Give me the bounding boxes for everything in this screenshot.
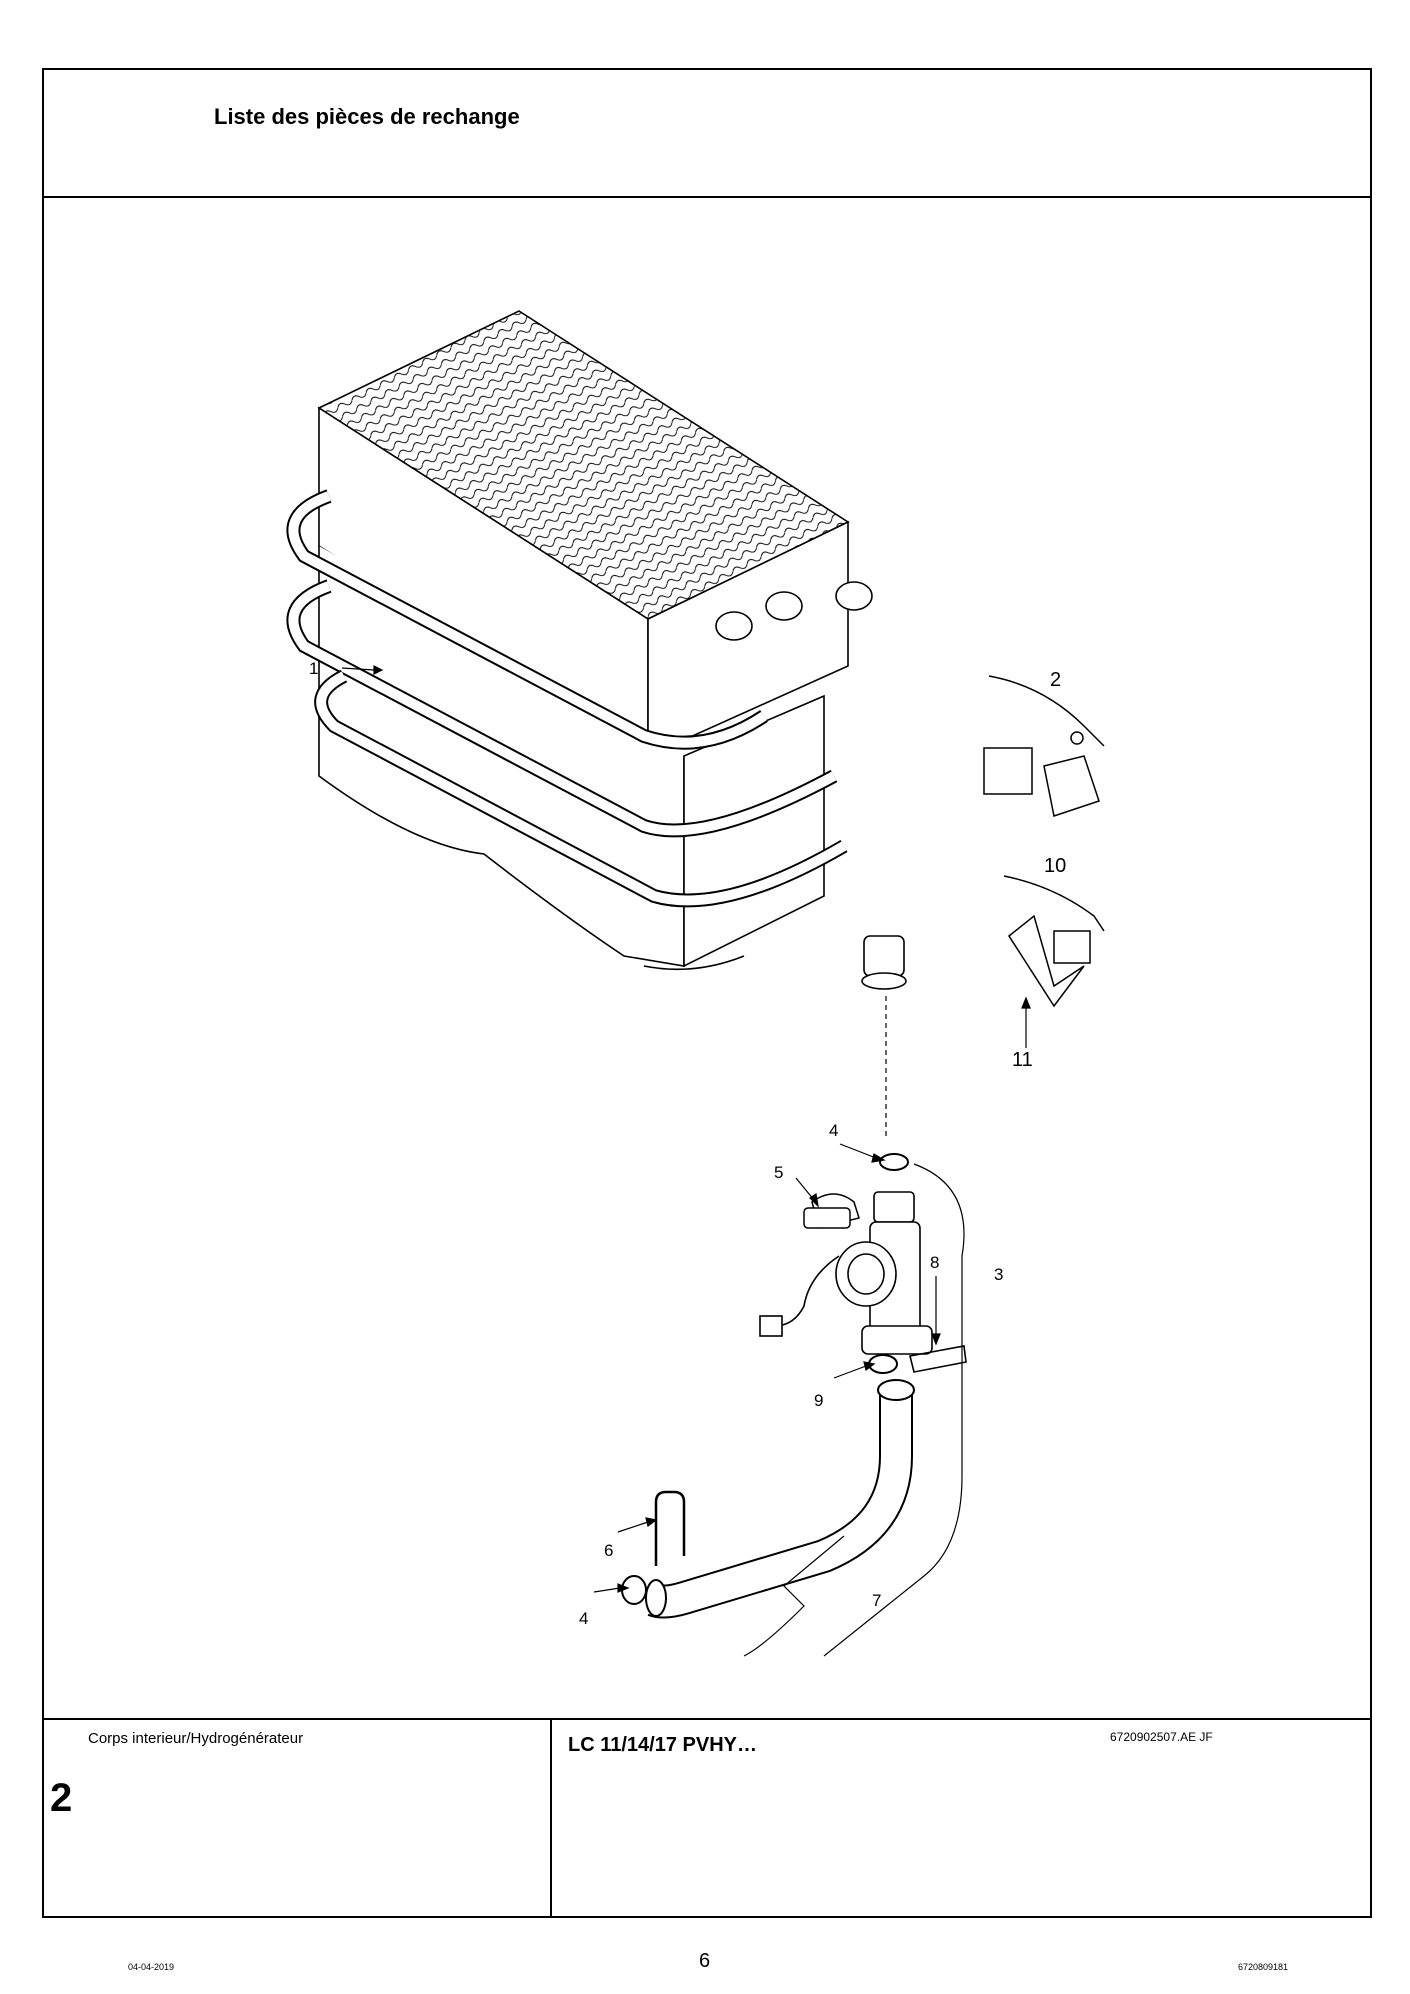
callout-1: 1 [309, 659, 318, 678]
temperature-sensor-icon [1003, 875, 1105, 1008]
bracket-7 [743, 1535, 845, 1657]
section-name: Corps interieur/Hydrogénérateur [88, 1730, 304, 1747]
flow-sensor-icon [759, 1191, 967, 1373]
footer-box: Corps interieur/Hydrogénérateur 2 LC 11/… [44, 1718, 1370, 1916]
bracket-3 [823, 1163, 965, 1657]
page-number: 6 [699, 1950, 711, 1972]
page-title: Liste des pièces de rechange [214, 104, 520, 129]
callout-5: 5 [774, 1163, 783, 1182]
callout-8: 8 [930, 1253, 939, 1272]
callout-2: 2 [1050, 669, 1061, 691]
page-date: 04-04-2019 [128, 1962, 175, 1972]
callout-10: 10 [1044, 855, 1066, 877]
heat-exchanger-icon [286, 310, 907, 990]
leader-lines [341, 665, 1031, 1593]
exploded-view-svg: 1 2 3 4 4 5 6 7 8 9 10 11 [286, 310, 1105, 1657]
callout-7: 7 [872, 1591, 881, 1610]
drawing-reference: 6720902507.AE JF [1110, 1730, 1213, 1744]
callout-9: 9 [814, 1391, 823, 1410]
callout-4b: 4 [579, 1609, 588, 1628]
section-number: 2 [50, 1776, 73, 1820]
footer-left-cell: Corps interieur/Hydrogénérateur 2 [44, 1720, 552, 1916]
callout-4a: 4 [829, 1121, 838, 1140]
callout-11: 11 [1012, 1049, 1033, 1071]
o-ring-icon [879, 1153, 909, 1171]
model-name: LC 11/14/17 PVHY… [568, 1734, 757, 1756]
header-box: Liste des pièces de rechange [44, 70, 1370, 198]
callout-6: 6 [604, 1541, 613, 1560]
thermal-fuse-icon [983, 675, 1105, 817]
clip-icon [803, 1193, 860, 1229]
callout-3: 3 [994, 1265, 1003, 1284]
page-frame: Liste des pièces de rechange [42, 68, 1372, 1918]
document-number: 6720809181 [1238, 1962, 1289, 1972]
clip-icon [654, 1490, 686, 1566]
pipe-icon [645, 1379, 915, 1619]
o-ring-icon [621, 1575, 647, 1605]
exploded-view-drawing: 1 2 3 4 4 5 6 7 8 9 10 11 6720902507.AE … [44, 196, 1370, 1744]
